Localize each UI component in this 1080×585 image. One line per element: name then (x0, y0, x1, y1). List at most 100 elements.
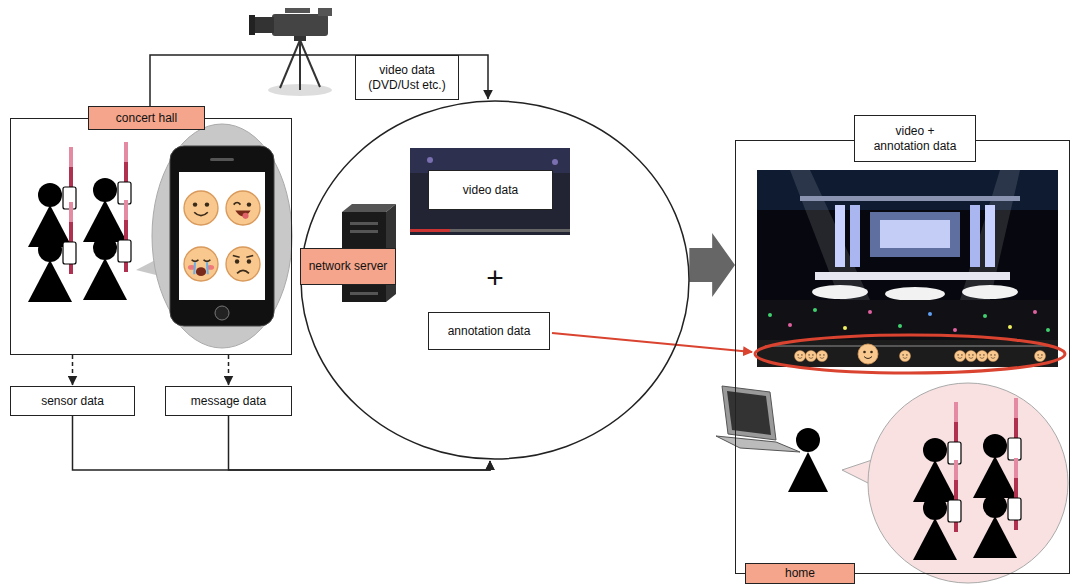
smartphone (226, 191, 260, 225)
video-player (983, 314, 987, 318)
video-camera (254, 17, 274, 33)
fan-group (28, 202, 76, 302)
video-player (928, 312, 932, 316)
smartphone (226, 247, 260, 281)
server-icon (350, 292, 378, 295)
video-player (790, 170, 870, 300)
edge-label-box: video data (DVD/Ust etc.) (355, 55, 459, 100)
video-player (960, 170, 1020, 300)
fan-group (83, 200, 131, 300)
label-text: concert hall (116, 111, 177, 126)
smartphone (179, 172, 265, 300)
imagined-crowd (842, 383, 1068, 583)
video-player (812, 285, 868, 299)
fan-group (28, 147, 76, 247)
speech-bubble (136, 124, 292, 348)
video-player (955, 351, 966, 362)
annotation-data-box: annotation data (428, 312, 550, 350)
video-player (870, 212, 960, 257)
video-player (858, 344, 878, 364)
imagined-crowd (973, 458, 1021, 558)
video-player (850, 205, 860, 267)
video-thumbnail (410, 229, 570, 232)
video-player (900, 351, 911, 362)
connector-line (228, 355, 230, 385)
video-player (815, 272, 1010, 280)
video-player (795, 351, 806, 362)
label-text: message data (191, 394, 266, 409)
video-thumbnail (410, 148, 570, 235)
viewer-figure (788, 452, 828, 492)
video-camera (272, 14, 328, 36)
block-arrow (689, 233, 735, 297)
video-thumbnail (552, 159, 558, 165)
imagined-crowd (842, 460, 872, 484)
connector-line (73, 416, 491, 470)
video-camera (285, 8, 310, 13)
fan-group (28, 142, 131, 302)
smartphone (170, 146, 274, 326)
label-text: video data (463, 183, 518, 198)
label-text: home (785, 566, 815, 581)
edge-label: video data (DVD/Ust etc.) (360, 63, 454, 93)
laptop (716, 436, 800, 452)
video-player (765, 345, 1050, 347)
video-player (1035, 351, 1046, 362)
smartphone (215, 306, 229, 320)
server-icon (350, 222, 378, 225)
imagined-crowd (913, 460, 961, 560)
output-label: video + annotation data (854, 115, 976, 162)
viewer-figure (796, 428, 820, 452)
video-player (768, 313, 772, 317)
video-player (898, 324, 902, 328)
home-panel: video + annotation datahome (735, 140, 1070, 574)
plus-sign: + (478, 260, 512, 296)
video-data-box: video data (428, 170, 553, 210)
laptop (722, 386, 776, 440)
video-player (788, 323, 792, 327)
video-player (977, 351, 988, 362)
video-player (757, 170, 1058, 367)
video-player (1046, 328, 1050, 332)
imagined-crowd (973, 398, 1021, 498)
video-player (953, 328, 957, 332)
video-player (966, 351, 977, 362)
imagined-crowd (913, 402, 961, 502)
label-text: sensor data (41, 394, 104, 409)
connector-line (229, 416, 491, 470)
video-player (885, 287, 945, 301)
annotation-highlight (755, 335, 1065, 373)
video-player (988, 351, 999, 362)
smartphone (184, 191, 218, 225)
video-player (1008, 325, 1012, 329)
video-player (843, 326, 847, 330)
video-camera (299, 40, 301, 90)
video-thumbnail (410, 148, 570, 235)
video-player (800, 196, 1020, 201)
video-thumbnail (427, 157, 433, 163)
annotation-highlight (552, 333, 1065, 373)
label-text: + (486, 263, 504, 293)
data-box: sensor data (10, 386, 135, 416)
viewer-figure (788, 428, 828, 492)
label-text: annotation data (448, 324, 531, 339)
label-text: video + annotation data (867, 124, 963, 154)
video-player (970, 205, 980, 267)
laptop (727, 391, 771, 435)
video-camera (318, 8, 332, 16)
ellipse-outline (301, 101, 689, 459)
video-player (757, 340, 1058, 367)
server-icon (350, 230, 378, 233)
video-player (880, 220, 950, 248)
video-player (757, 170, 1058, 367)
laptop (716, 386, 800, 452)
venue-region: concert hall (10, 118, 292, 355)
video-camera (249, 15, 255, 35)
smartphone (210, 158, 234, 161)
annotation-highlight (552, 333, 752, 352)
server-ellipse: +network servervideo dataannotation data (300, 100, 690, 460)
video-player (1033, 310, 1037, 314)
